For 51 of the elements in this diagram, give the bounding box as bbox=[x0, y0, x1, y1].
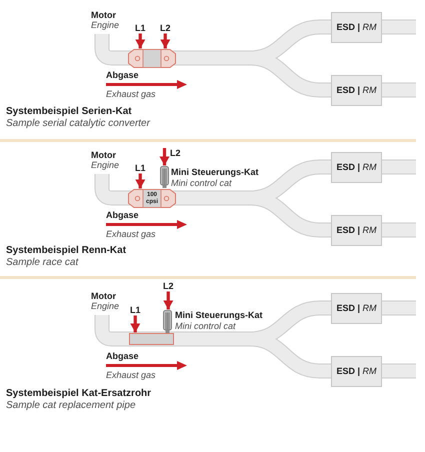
arrow bbox=[135, 34, 146, 48]
arrow bbox=[160, 148, 170, 166]
muffler-box bbox=[331, 293, 382, 324]
sensor-label: L1 bbox=[135, 164, 146, 173]
flow-label: Exhaust gas bbox=[106, 371, 156, 380]
muffler-label: ESD | RM bbox=[336, 23, 377, 32]
part-label: Mini Steuerungs-Kat bbox=[175, 311, 263, 320]
catalytic-converter bbox=[128, 189, 176, 208]
muffler-box bbox=[331, 75, 382, 106]
sensor-label: L1 bbox=[130, 306, 141, 315]
muffler-box bbox=[331, 215, 382, 246]
engine-label: Motor bbox=[91, 11, 116, 20]
mini-cat-cylinder bbox=[160, 166, 169, 188]
muffler-label: ESD | RM bbox=[336, 226, 377, 235]
flow-label: Exhaust gas bbox=[106, 90, 156, 99]
sensor-label: L1 bbox=[135, 24, 146, 33]
arrow bbox=[130, 316, 140, 332]
muffler-label: ESD | RM bbox=[336, 304, 377, 313]
muffler-label: ESD | RM bbox=[336, 367, 377, 376]
panel-title: Systembeispiel Kat-Ersatzrohr bbox=[6, 389, 152, 399]
sensor-label: L2 bbox=[170, 149, 181, 158]
panel-subtitle: Sample race cat bbox=[6, 258, 78, 268]
flow-label: Abgase bbox=[106, 211, 139, 220]
arrow bbox=[163, 292, 174, 310]
arrow bbox=[160, 34, 170, 48]
sensor-label: L2 bbox=[160, 24, 171, 33]
muffler-label: ESD | RM bbox=[336, 86, 377, 95]
muffler-box bbox=[331, 152, 382, 183]
catalytic-converter bbox=[128, 49, 176, 68]
muffler-box bbox=[331, 12, 382, 43]
muffler-label: ESD | RM bbox=[336, 163, 377, 172]
panel-title: Systembeispiel Serien-Kat bbox=[6, 107, 132, 117]
flow-label: Exhaust gas bbox=[106, 230, 156, 239]
sensor-label: L2 bbox=[163, 282, 174, 291]
flow-label: Abgase bbox=[106, 71, 139, 80]
part-label: Mini control cat bbox=[171, 179, 232, 188]
part-label: Mini control cat bbox=[175, 322, 236, 331]
replacement-pipe-section bbox=[129, 333, 174, 345]
panel-title: Systembeispiel Renn-Kat bbox=[6, 246, 126, 256]
engine-label: Motor bbox=[91, 292, 116, 301]
arrow bbox=[135, 174, 146, 188]
engine-label: Motor bbox=[91, 151, 116, 160]
panel-subtitle: Sample cat replacement pipe bbox=[6, 401, 136, 411]
mini-cat-cylinder bbox=[163, 310, 172, 333]
flow-label: Abgase bbox=[106, 352, 139, 361]
engine-label: Engine bbox=[91, 302, 120, 311]
muffler-box bbox=[331, 356, 382, 387]
engine-label: Engine bbox=[91, 21, 120, 30]
panel-subtitle: Sample serial catalytic converter bbox=[6, 119, 150, 129]
engine-label: Engine bbox=[91, 161, 120, 170]
part-label: Mini Steuerungs-Kat bbox=[171, 168, 259, 177]
